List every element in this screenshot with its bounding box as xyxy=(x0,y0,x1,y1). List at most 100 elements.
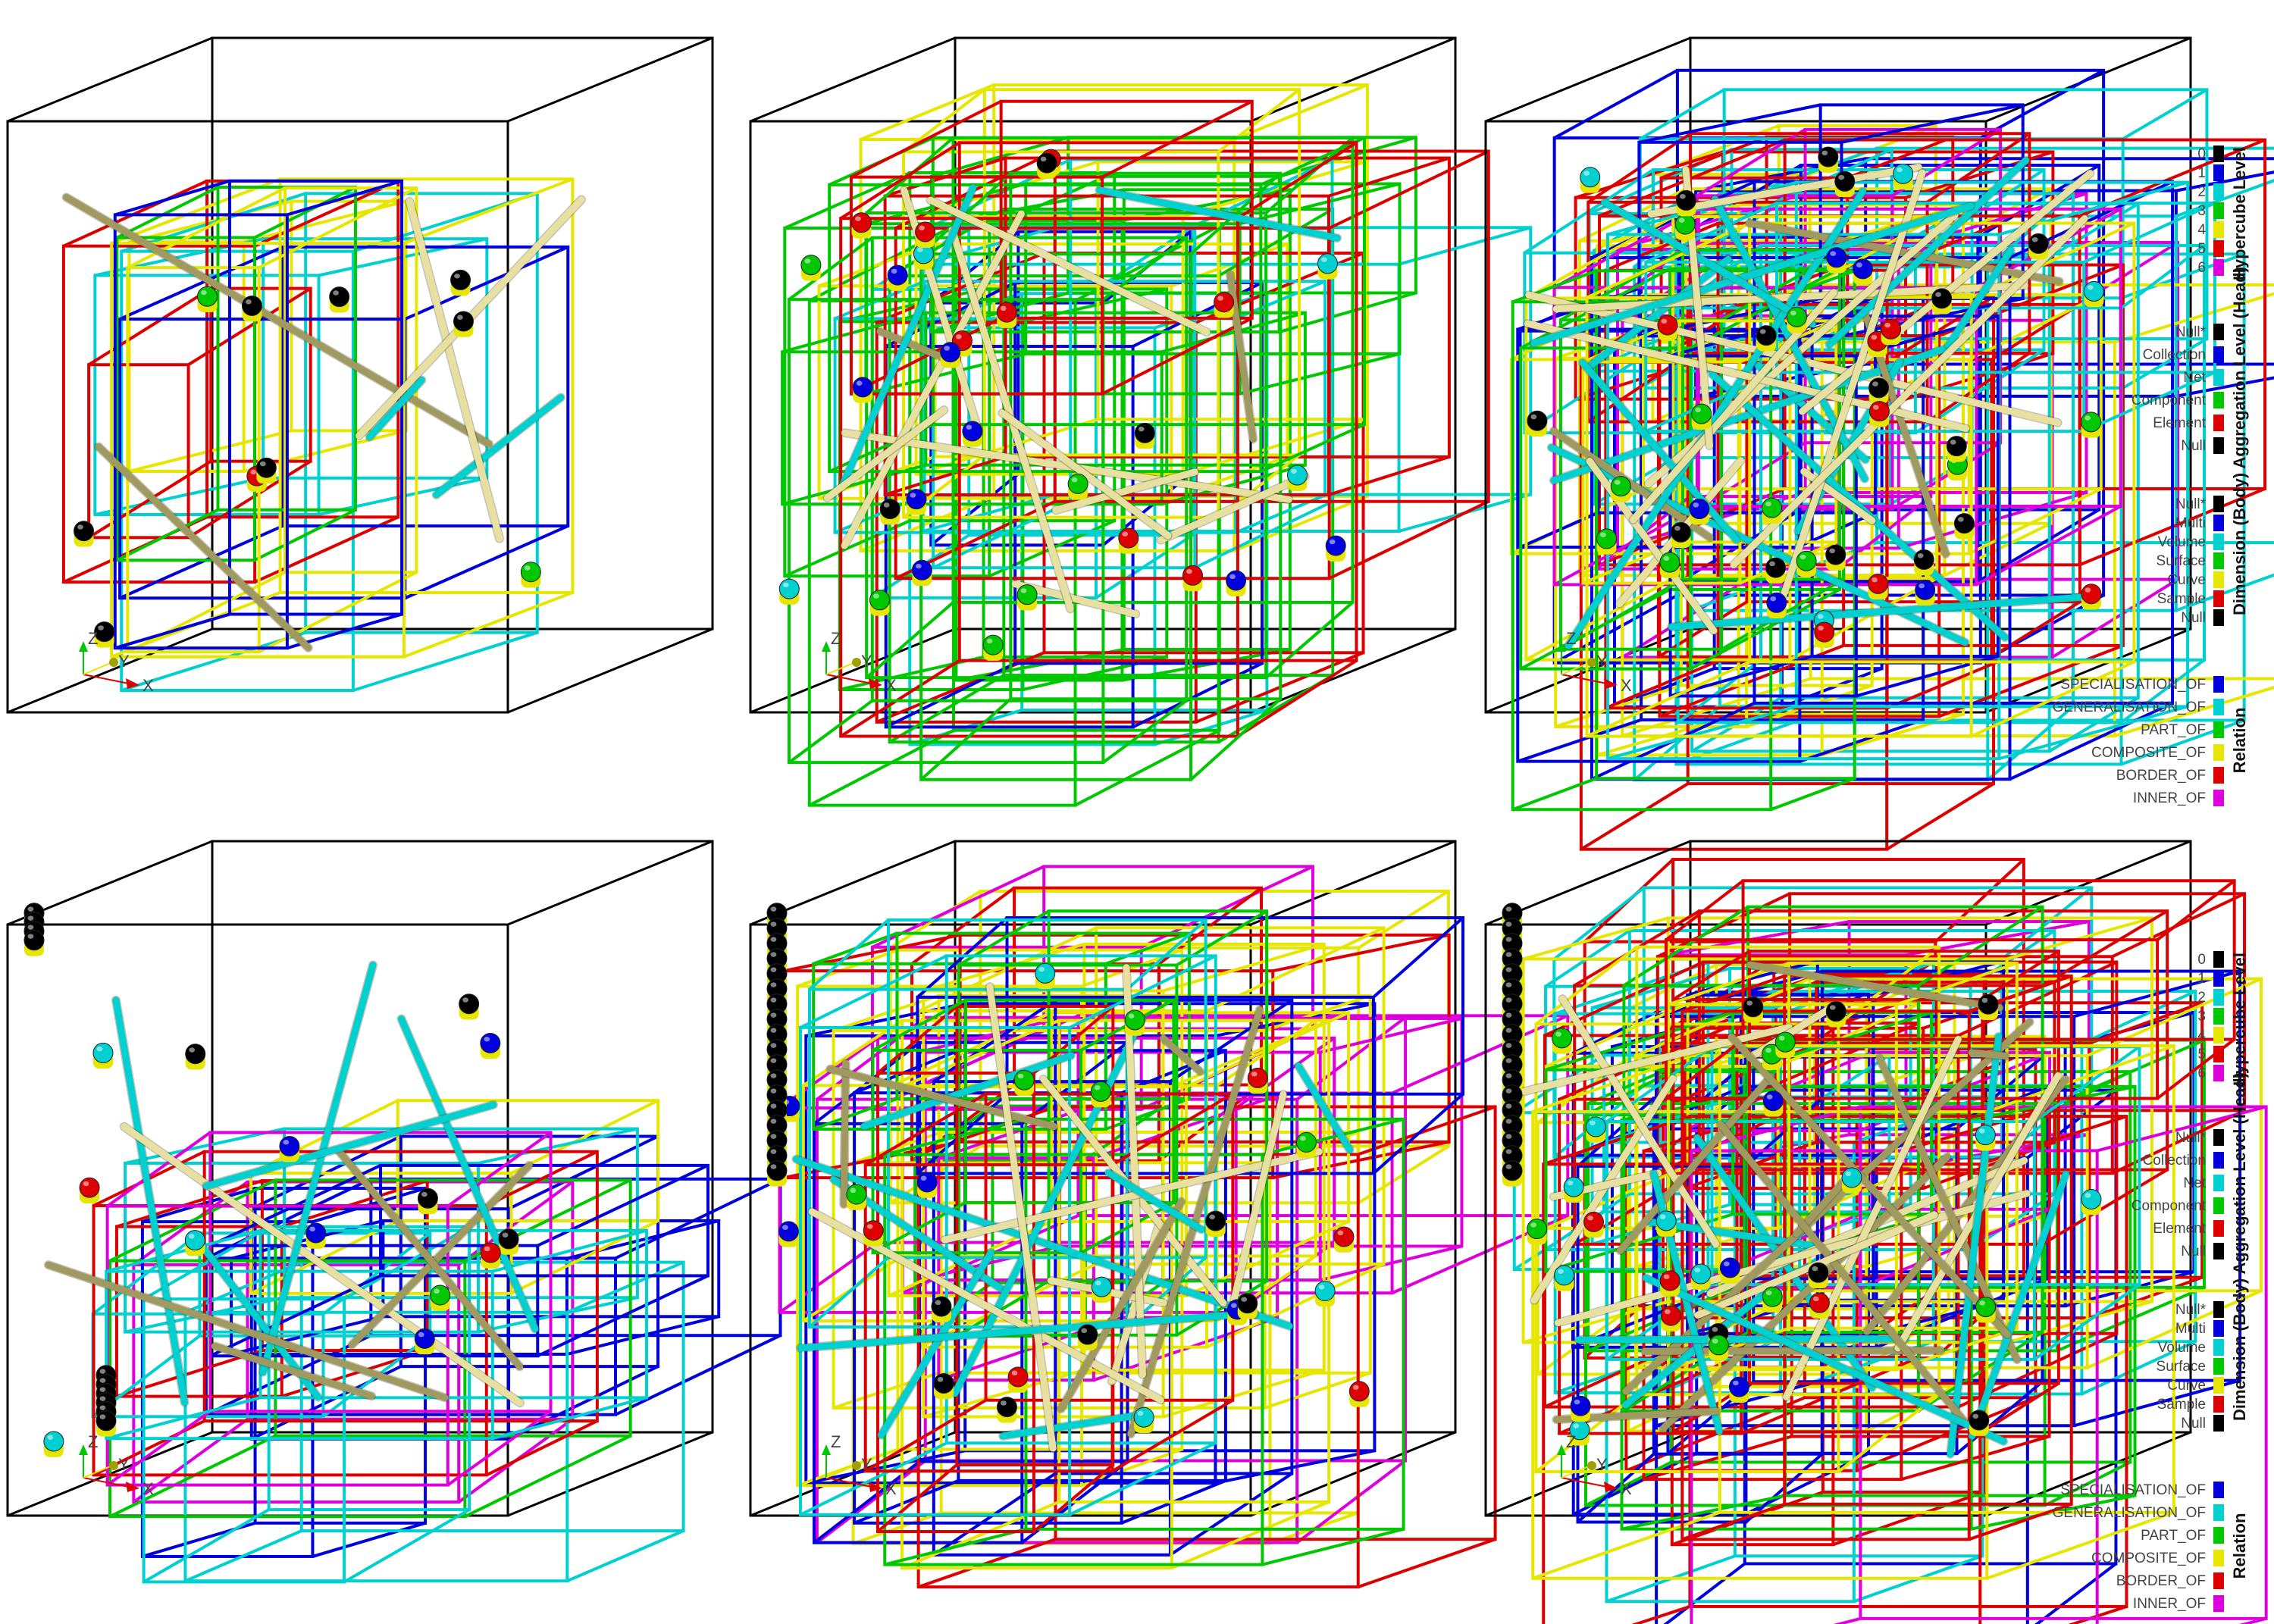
entity-node xyxy=(1786,306,1807,333)
hypercube-box xyxy=(1524,214,1939,662)
legend-entry-label: SPECIALISATION_OF xyxy=(2060,1482,2206,1498)
entity-node xyxy=(417,1187,438,1215)
entity-node xyxy=(1774,1031,1796,1058)
legend-title-relation: Relation xyxy=(2230,1513,2249,1579)
entity-node xyxy=(1841,1167,1862,1194)
axis-label-x: X xyxy=(1621,1479,1632,1498)
legend-entry-label: INNER_OF xyxy=(2133,790,2206,806)
entity-node xyxy=(1671,521,1692,549)
legend-entry-label: Null xyxy=(2181,610,2206,626)
legend-swatch xyxy=(2213,699,2224,715)
legend-swatch xyxy=(2213,1396,2224,1413)
legend-entry-label: Null xyxy=(2181,1244,2206,1259)
relation-edge xyxy=(1095,185,1342,243)
legend-swatch xyxy=(2213,1046,2224,1062)
legend-entry-label: PART_OF xyxy=(2141,722,2206,738)
relation-edge xyxy=(1056,1197,1186,1414)
legend-title-dimension-aggregation: Dimension (Body) Aggregation Level (Head… xyxy=(2230,1072,2249,1421)
legend-swatch xyxy=(2213,496,2224,512)
entity-node xyxy=(1825,1001,1846,1028)
entity-node xyxy=(1765,557,1787,584)
legend-entry-label: Curve xyxy=(2167,1378,2206,1394)
legend-entry-label: Sample xyxy=(2157,1397,2206,1413)
relation-edge xyxy=(1599,198,1817,329)
relation-edge xyxy=(334,1147,525,1372)
legend-entry-label: BORDER_OF xyxy=(2116,768,2206,784)
render-panel-6: ZYX xyxy=(1484,840,2268,1624)
entity-node xyxy=(1719,1257,1740,1284)
entity-node xyxy=(430,1284,451,1311)
entity-node xyxy=(279,1135,300,1162)
orientation-axes: ZYX xyxy=(79,1432,154,1498)
legend-entry-label: Component xyxy=(2131,1198,2207,1214)
orientation-axes: ZYX xyxy=(1557,1432,1632,1498)
relation-edge xyxy=(926,196,1212,337)
entity-node xyxy=(43,1431,64,1457)
legend-entry-label: Collection xyxy=(2143,347,2206,363)
relation-edge xyxy=(1229,1090,1288,1304)
legend-swatch xyxy=(2213,1339,2224,1356)
axis-label-y: Y xyxy=(861,1455,872,1474)
entity-node xyxy=(996,302,1017,328)
relation-edge xyxy=(1104,1168,1206,1234)
entity-node xyxy=(1913,549,1934,576)
entity-node xyxy=(962,421,983,447)
entity-node xyxy=(996,1397,1017,1423)
hypercube-box xyxy=(230,1219,721,1356)
axis-label-y: Y xyxy=(118,652,130,671)
legend-entry-label: Null* xyxy=(2175,496,2207,512)
legend-entry-label: 1 xyxy=(2197,971,2206,987)
entity-node xyxy=(1286,465,1308,491)
legend-swatch xyxy=(2213,571,2224,588)
entity-node xyxy=(1660,1305,1681,1331)
relation-edge xyxy=(1156,471,1310,545)
legend-swatch xyxy=(2213,1320,2224,1337)
legend-entry-label: 0 xyxy=(2197,146,2206,162)
render-panel-1: ZYX xyxy=(6,36,714,714)
relation-edge xyxy=(1529,201,1975,348)
entity-node xyxy=(1868,401,1890,427)
entity-node xyxy=(1035,962,1056,990)
entity-node xyxy=(197,286,218,312)
entity-node xyxy=(498,1228,519,1255)
legend-swatch xyxy=(2213,515,2224,531)
entity-node xyxy=(185,1044,206,1070)
relation-edge xyxy=(840,209,1026,550)
entity-node xyxy=(1317,253,1338,280)
entity-node xyxy=(2083,280,2104,308)
hypercube-box xyxy=(108,1178,632,1519)
legend-swatch xyxy=(2213,369,2224,386)
relation-edge xyxy=(1781,1034,1963,1402)
entity-node xyxy=(1762,497,1783,524)
entity-node xyxy=(778,578,800,605)
entity-node xyxy=(1689,499,1710,525)
render-panel-3: ZYX xyxy=(1484,36,2274,851)
axis-label-z: Z xyxy=(831,629,841,648)
axis-label-z: Z xyxy=(88,1432,98,1451)
relation-edge xyxy=(1126,1005,1264,1439)
legend-entry-label: Curve xyxy=(2167,572,2206,588)
relation-edge xyxy=(1558,994,1721,1249)
entity-node xyxy=(1554,1265,1575,1291)
legend-swatch xyxy=(2213,1065,2224,1081)
relation-edge xyxy=(1615,1072,1775,1256)
entity-node xyxy=(241,295,262,322)
legend-entry-label: 3 xyxy=(2197,1009,2206,1025)
legend-entry-label: Multi xyxy=(2175,1321,2206,1337)
entity-node xyxy=(1226,570,1247,596)
entity-node xyxy=(1314,1280,1336,1307)
relation-edge xyxy=(1158,1034,1205,1076)
entity-node xyxy=(1708,1335,1729,1361)
relation-edge xyxy=(1577,358,1741,545)
legend-swatch xyxy=(2213,609,2224,626)
entity-node xyxy=(846,1184,867,1210)
legend-relation: SPECIALISATION_OFGENERALISATION_OFPART_O… xyxy=(2053,676,2224,806)
entity-node xyxy=(414,1328,435,1355)
entity-node xyxy=(778,1221,799,1247)
entity-node xyxy=(1915,579,1936,606)
